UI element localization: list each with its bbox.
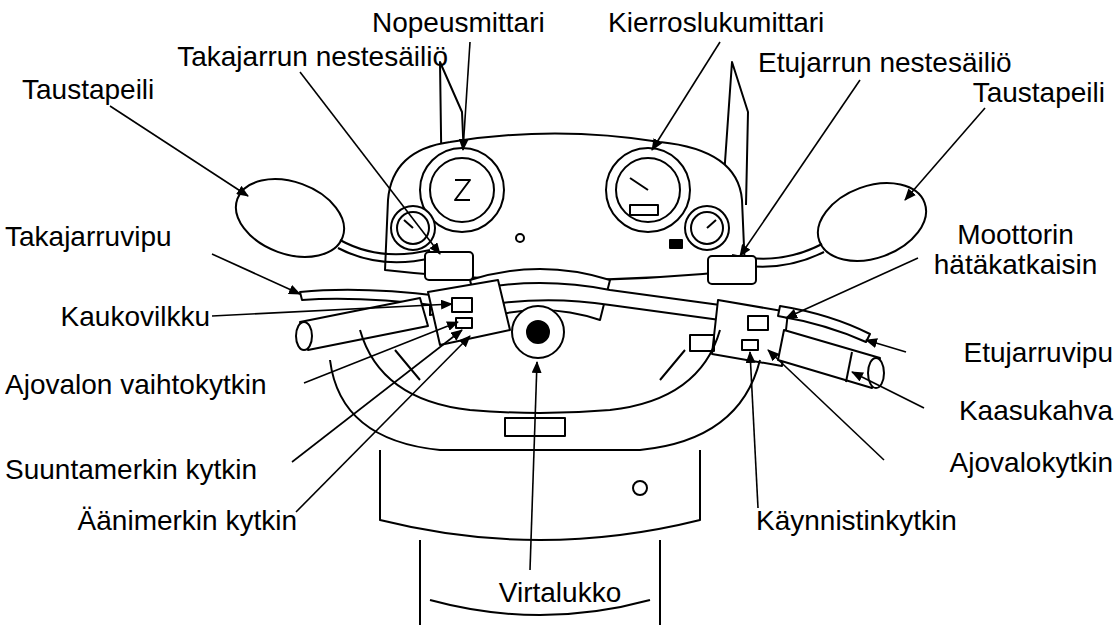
part-label: Etujarruvipu	[908, 338, 1113, 368]
part-label: Suuntamerkin kytkin	[5, 455, 293, 485]
part-label: Kierroslukumittari	[608, 8, 888, 38]
part-label: Takajarruvipu	[5, 222, 215, 252]
part-label: Käynnistinkytkin	[756, 506, 1056, 536]
part-label: Etujarrun nestesäiliö	[758, 48, 1088, 78]
part-label: Moottorin hätäkatkaisin	[918, 220, 1113, 280]
part-label: Ajovalon vaihtokytkin	[5, 370, 305, 400]
part-label: Kaasukahva	[926, 396, 1113, 426]
part-label: Taustapeili	[22, 75, 222, 105]
part-label: Nopeusmittari	[372, 8, 572, 38]
part-label: Virtalukko	[440, 578, 680, 608]
part-label: Äänimerkin kytkin	[5, 506, 297, 536]
part-label: Ajovalokytkin	[886, 448, 1113, 478]
part-label: Takajarrun nestesäiliö	[8, 42, 448, 72]
part-label: Taustapeili	[905, 78, 1105, 108]
part-label: Kaukovilkku	[5, 302, 210, 332]
